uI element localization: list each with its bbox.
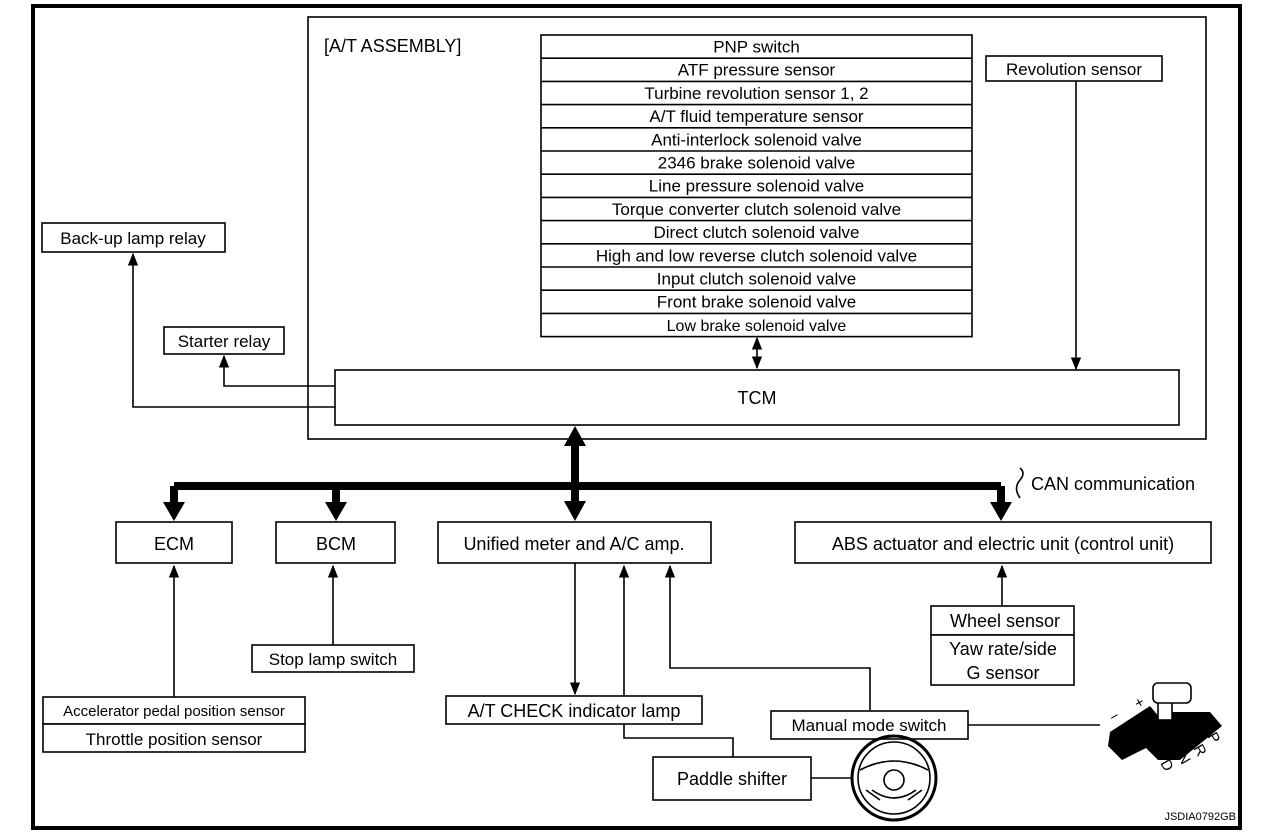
can-label-bracket	[1015, 467, 1024, 499]
yaw-rate-sensor-box	[930, 634, 1075, 686]
tcm-box	[334, 369, 1180, 426]
stop-lamp-switch-label: Stop lamp switch	[269, 650, 398, 669]
can-arrow-bcm	[325, 502, 347, 521]
accel-pedal-sensor-label: Accelerator pedal position sensor	[63, 703, 285, 720]
at-assembly-label: [A/T ASSEMBLY]	[324, 36, 461, 56]
at-check-lamp-label: A/T CHECK indicator lamp	[468, 701, 681, 721]
throttle-sensor-box	[42, 723, 306, 753]
component-row-label: Direct clutch solenoid valve	[654, 223, 860, 242]
at-check-lamp-box	[445, 695, 703, 725]
steering-wheel-icon	[850, 734, 938, 822]
diagram-code: JSDIA0792GB	[1164, 811, 1236, 823]
paddle-to-meter-arrow	[618, 564, 734, 757]
component-list-frame	[540, 34, 973, 338]
bcm-box	[275, 521, 396, 564]
component-row-label: High and low reverse clutch solenoid val…	[596, 246, 917, 265]
component-row-label: A/T fluid temperature sensor	[649, 107, 864, 126]
yaw-rate-label-line1: Yaw rate/side	[949, 639, 1057, 659]
throttle-sensor-label: Throttle position sensor	[86, 730, 263, 749]
can-arrow-abs	[990, 502, 1012, 521]
manual-mode-switch-box	[770, 710, 969, 740]
revolution-sensor-box	[985, 55, 1163, 82]
component-row-label: Turbine revolution sensor 1, 2	[644, 84, 868, 103]
shift-lever-icon: − + P R N D	[1107, 682, 1223, 775]
can-arrow-ecm	[163, 502, 185, 521]
starter-relay-label: Starter relay	[178, 332, 271, 351]
can-communication-label: CAN communication	[1031, 474, 1195, 494]
tcm-can-arrow-down	[564, 501, 586, 521]
ecm-box	[115, 521, 233, 564]
tcm-can-arrow-up	[564, 426, 586, 446]
starter-relay-box	[163, 326, 285, 355]
component-row-label: Anti-interlock solenoid valve	[651, 130, 862, 149]
tcm-label: TCM	[738, 388, 777, 408]
accel-pedal-sensor-box	[42, 696, 306, 725]
stop-lamp-switch-box	[251, 644, 415, 673]
gate-minus-label: −	[1107, 707, 1123, 726]
component-row-label: ATF pressure sensor	[678, 61, 836, 80]
unified-meter-label: Unified meter and A/C amp.	[463, 534, 684, 554]
component-row-label: Torque converter clutch solenoid valve	[612, 200, 901, 219]
component-row-label: 2346 brake solenoid valve	[658, 154, 856, 173]
revolution-sensor-label: Revolution sensor	[1006, 60, 1142, 79]
manual-switch-to-meter-arrow	[664, 564, 871, 710]
component-row-label: Input clutch solenoid valve	[657, 270, 856, 289]
manual-mode-switch-label: Manual mode switch	[792, 716, 947, 735]
abs-unit-label: ABS actuator and electric unit (control …	[832, 534, 1174, 554]
tcm-to-starter-relay-arrow	[218, 354, 335, 387]
paddle-shifter-label: Paddle shifter	[677, 769, 787, 789]
unified-meter-box	[437, 521, 712, 564]
bcm-label: BCM	[316, 534, 356, 554]
component-row-label: Low brake solenoid valve	[667, 318, 847, 335]
component-row-label: PNP switch	[713, 38, 800, 57]
component-row-label: Front brake solenoid valve	[657, 293, 856, 312]
tcm-to-backup-lamp-arrow	[127, 252, 335, 408]
wheel-sensor-box	[930, 605, 1075, 636]
ecm-label: ECM	[154, 534, 194, 554]
at-assembly-frame	[307, 16, 1207, 440]
wheel-sensor-label: Wheel sensor	[950, 611, 1060, 631]
abs-unit-box	[794, 521, 1212, 564]
component-row-label: Line pressure solenoid valve	[649, 177, 864, 196]
outer-frame	[31, 4, 1242, 830]
yaw-rate-label-line2: G sensor	[966, 663, 1039, 683]
backup-lamp-relay-label: Back-up lamp relay	[60, 229, 206, 248]
backup-lamp-relay-box	[41, 222, 226, 253]
